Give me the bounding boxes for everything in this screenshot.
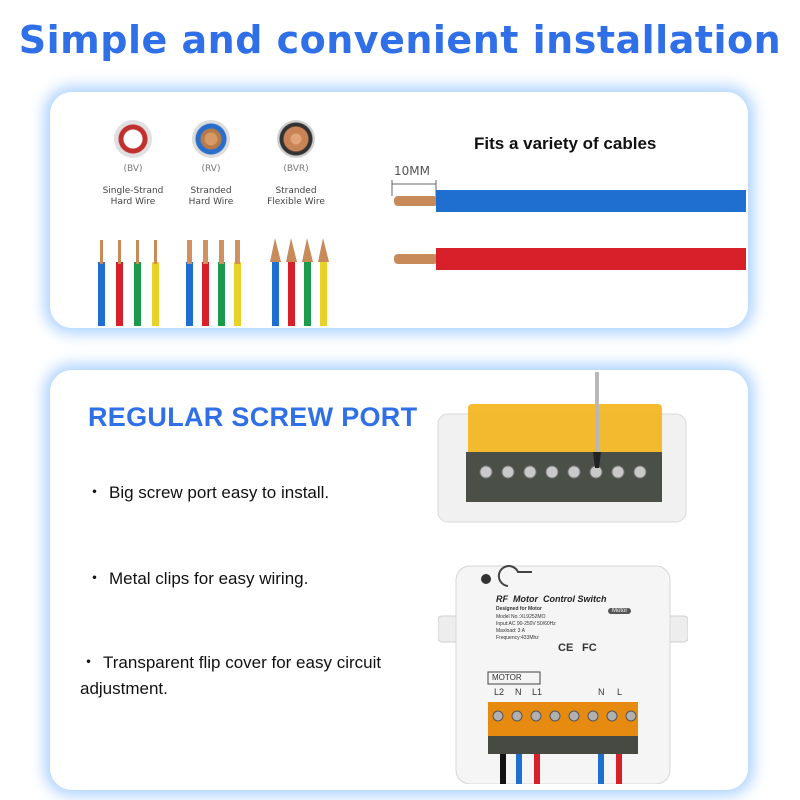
blue-cable (394, 190, 746, 212)
screw-terminal-illustration (437, 372, 687, 523)
device-brand-line: RF Motor Control Switch (496, 594, 607, 604)
wire-name: Stranded Flexible Wire (251, 186, 341, 208)
terminal-strip (488, 702, 638, 754)
device-frequency: Frequency:433Mhz (496, 635, 539, 641)
wire-type-rv: (RV) Stranded Hard Wire (166, 120, 256, 208)
motor-badge: Motor (608, 608, 632, 614)
wire-name-line1: Stranded (190, 186, 232, 196)
device-model: Model No.:XL9252MO (496, 614, 546, 620)
wire-name-line2: Hard Wire (110, 197, 156, 207)
wire-type-bvr: (BVR) Stranded Flexible Wire (251, 120, 341, 208)
wire-code: (BV) (123, 164, 143, 174)
wire-name-line2: Flexible Wire (267, 197, 325, 207)
device-maxload: Maxload: 3 A (496, 628, 525, 634)
bullet-marker: ・ (80, 653, 97, 672)
device-designed-for: Designed for Motor (496, 606, 542, 612)
terminal-label: L1 (532, 687, 543, 697)
wire-code: (RV) (201, 164, 221, 174)
terminal-label: N (515, 687, 522, 697)
terminal-label: N (598, 687, 605, 697)
wire-name-line2: Hard Wire (188, 197, 234, 207)
red-cable (394, 248, 746, 270)
feature-text: Metal clips for easy wiring. (109, 569, 309, 588)
single-strand-wires (98, 240, 159, 326)
screwdriver-icon (593, 372, 601, 468)
wire-name-line1: Stranded (275, 186, 317, 196)
device-body (438, 565, 688, 784)
flip-cover (468, 404, 662, 464)
single-strand-cross-section-icon (114, 120, 152, 158)
rf-switch-device: RF Motor Control Switch Designed for Mot… (438, 560, 688, 784)
flexible-wires (270, 238, 329, 326)
wire-code: (BVR) (283, 164, 309, 174)
feature-text: Transparent flip cover for easy circuit … (80, 653, 382, 698)
stranded-wires (186, 240, 241, 326)
output-wires (500, 754, 622, 784)
cables-title: Fits a variety of cables (474, 134, 657, 153)
terminal-group-label: MOTOR (492, 673, 522, 682)
feature-text: Big screw port easy to install. (109, 483, 330, 502)
fc-mark: FC (582, 642, 597, 654)
terminal-label: L (617, 687, 623, 697)
ce-mark: CE (558, 642, 574, 654)
device-input: Input:AC 90-250V 50/60Hz (496, 621, 556, 627)
wire-name: Stranded Hard Wire (166, 186, 256, 208)
terminal-label: L2 (494, 687, 505, 697)
wire-bundles-illustration (98, 238, 329, 326)
cables-illustration (391, 180, 746, 270)
wire-type-bv: (BV) Single-Strand Hard Wire (88, 120, 178, 208)
page-title: Simple and convenient installation (18, 18, 782, 62)
feature-bullet: ・ Metal clips for easy wiring. (86, 566, 308, 592)
feature-bullet: ・ Big screw port easy to install. (86, 480, 329, 506)
wire-name-line1: Single-Strand (102, 186, 164, 196)
flexible-cross-section-icon (277, 120, 315, 158)
strip-length-label: 10MM (394, 164, 430, 178)
terminal-block (466, 452, 662, 502)
wire-name: Single-Strand Hard Wire (88, 186, 178, 208)
screw-port-title: REGULAR SCREW PORT (88, 402, 418, 432)
feature-bullet: ・Transparent flip cover for easy circuit… (80, 650, 410, 702)
bullet-marker: ・ (86, 569, 103, 588)
bullet-marker: ・ (86, 483, 103, 502)
stranded-cross-section-icon (192, 120, 230, 158)
